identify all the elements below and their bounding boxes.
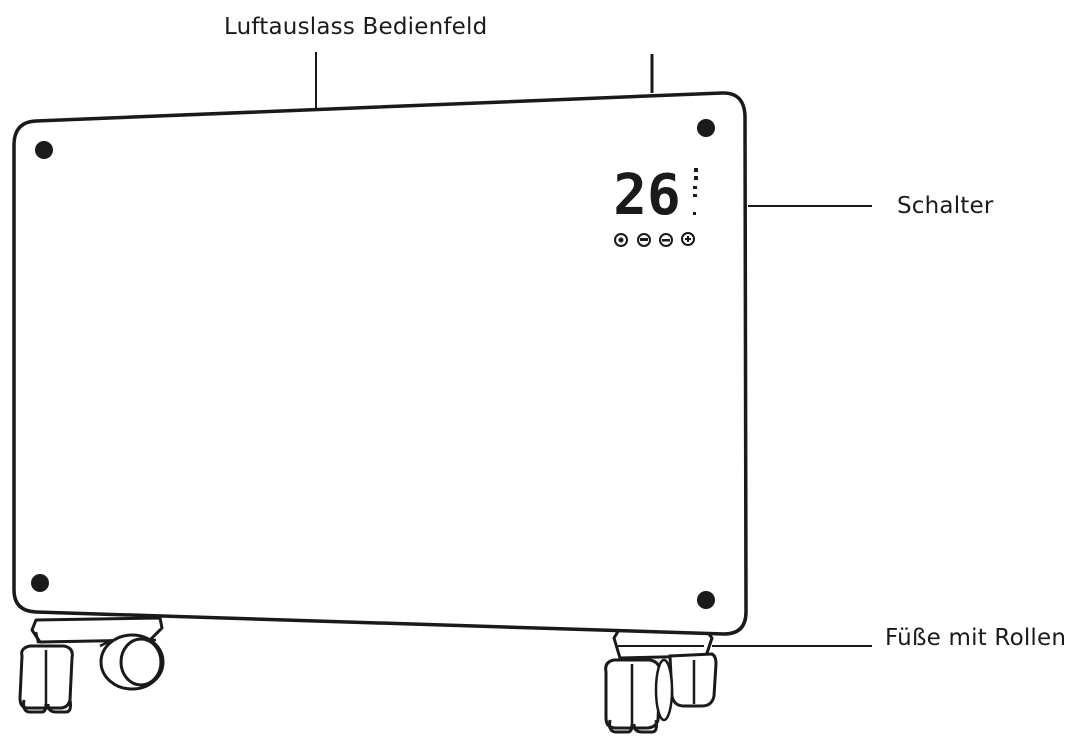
heater-panel — [12, 91, 748, 636]
label-luftauslass-bedienfeld: Luftauslass Bedienfeld — [224, 14, 488, 40]
control-buttons — [614, 232, 695, 247]
screw-bottom-left — [31, 574, 49, 592]
label-fuesse-mit-rollen: Füße mit Rollen — [885, 625, 1067, 651]
temperature-display-value: 26 — [613, 163, 680, 228]
temperature-display: 26 — [613, 163, 698, 228]
mode-button-icon[interactable] — [637, 233, 651, 247]
screw-top-right — [697, 119, 715, 137]
plus-button-icon[interactable] — [681, 232, 695, 246]
left-foot-with-wheels — [18, 616, 165, 714]
screw-top-left — [35, 141, 53, 159]
right-foot-with-wheels — [604, 626, 718, 734]
minus-button-icon[interactable] — [659, 233, 673, 247]
screw-bottom-right — [697, 591, 715, 609]
label-schalter: Schalter — [897, 193, 994, 219]
power-button-icon[interactable] — [614, 233, 628, 247]
